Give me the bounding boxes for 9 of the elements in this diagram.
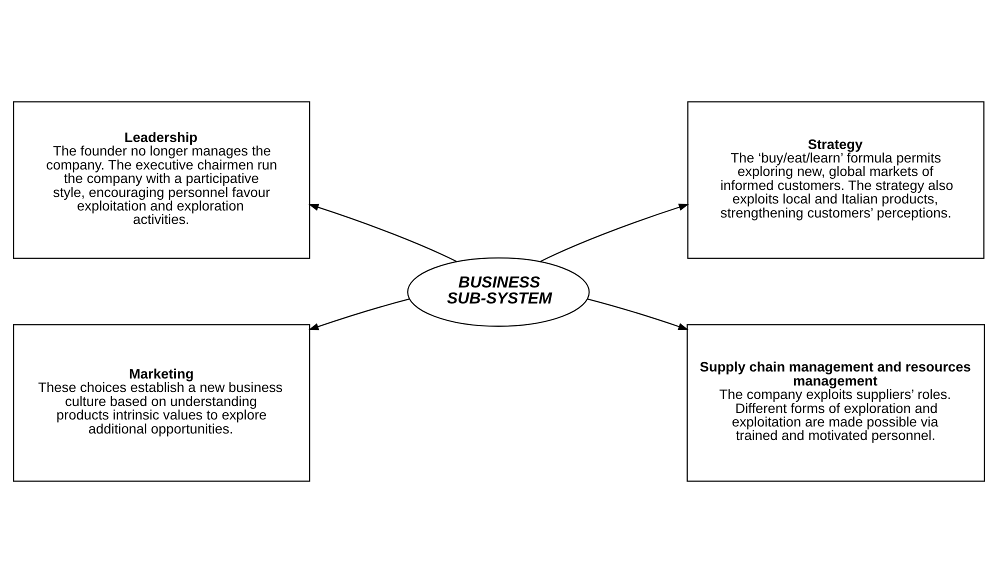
arrow xyxy=(538,204,689,262)
node-box: Strategy The ‘buy/eat/learn’ formula permits exploring new, global markets of informed customers. The strategy also exploits local and Italian products, strengthening customers’ perceptions. xyxy=(686,101,984,259)
arrow xyxy=(308,204,457,262)
arrow xyxy=(586,298,688,330)
arrow xyxy=(308,298,410,330)
node-box: Marketing These choices establish a new business culture based on understanding products intrinsic values to explore additional opportunities. xyxy=(12,324,310,482)
node-ellipse: BUSINESS SUB-SYSTEM xyxy=(406,257,590,327)
node-box: Leadership The founder no longer manages the company. The executive chairmen run the company with a participative style, encouraging personnel favour exploitation and exploration activities. xyxy=(12,101,310,259)
node-box: Supply chain management and resources management The company exploits suppliers’ roles. Different forms of exploration and exploitation are made possible via trained and motivated personnel. xyxy=(686,324,984,482)
